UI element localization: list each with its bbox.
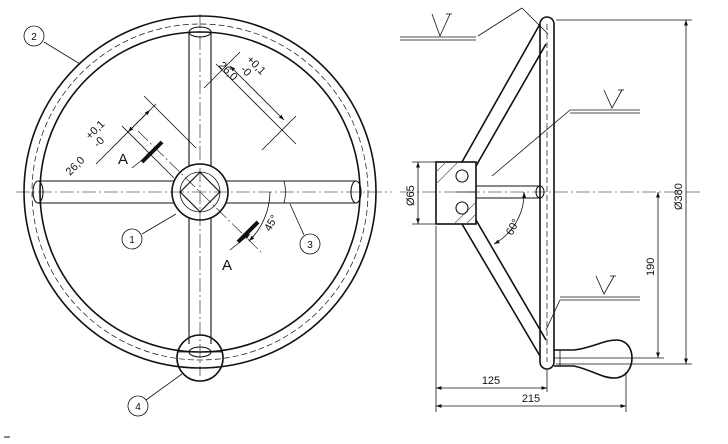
leader-surface-3	[545, 299, 561, 331]
dim-overall-diameter: Ø380	[556, 19, 692, 365]
section-label-top: A	[118, 151, 128, 168]
leader-surface-2	[491, 109, 571, 177]
section-label-bottom: A	[222, 257, 232, 274]
angle-60: 60°	[493, 191, 527, 245]
svg-text:4: 4	[135, 402, 141, 413]
surface-symbol-1	[400, 13, 476, 41]
overall-depth-label: 215	[522, 393, 540, 405]
side-spokes	[461, 23, 547, 357]
dim-handle-height: 190	[554, 192, 664, 359]
angle-45: 45°	[248, 191, 281, 242]
svg-text:2: 2	[31, 32, 37, 43]
handle-height-label: 190	[645, 258, 657, 276]
dimension-spoke-upper: 26,0 +0,1 -0	[203, 51, 297, 151]
side-rim	[539, 16, 555, 370]
side-handle	[554, 339, 633, 379]
callout-2: 2	[23, 25, 81, 65]
handle-knob	[176, 334, 224, 382]
callout-3: 3	[289, 203, 321, 255]
dim-spoke-lower-value: 26,0	[64, 154, 88, 178]
callout-4: 4	[127, 373, 183, 417]
leader-surface-1	[477, 7, 523, 37]
leader-surface-1b	[521, 7, 549, 35]
spokes	[32, 26, 362, 344]
dim-overall-depth: 215	[436, 372, 627, 412]
surface-symbol-2	[570, 89, 640, 114]
surface-symbol-3	[560, 275, 640, 301]
side-view: Ø65 60° Ø380 190 125	[400, 7, 700, 412]
hub-to-rim-label: 125	[482, 375, 500, 387]
hub-diameter-label: Ø65	[405, 185, 417, 206]
side-hub	[435, 161, 477, 225]
dimension-spoke-lower: 26,0 +0,1 -0	[64, 95, 197, 179]
dim-spoke-upper-value: 26,0	[216, 60, 240, 84]
angle-45-label: 45°	[262, 213, 281, 233]
section-line-a-a: A A	[118, 130, 263, 274]
overall-diameter-label: Ø380	[673, 183, 685, 210]
dim-hub-to-rim: 125	[435, 226, 548, 412]
svg-text:3: 3	[307, 240, 313, 251]
front-view: A A 26,0 +0,1 -0 26,0 +0,1 -0 45°	[16, 14, 392, 417]
dim-hub-diameter: Ø65	[405, 161, 436, 225]
callout-1: 1	[121, 213, 177, 250]
svg-text:1: 1	[129, 235, 135, 246]
